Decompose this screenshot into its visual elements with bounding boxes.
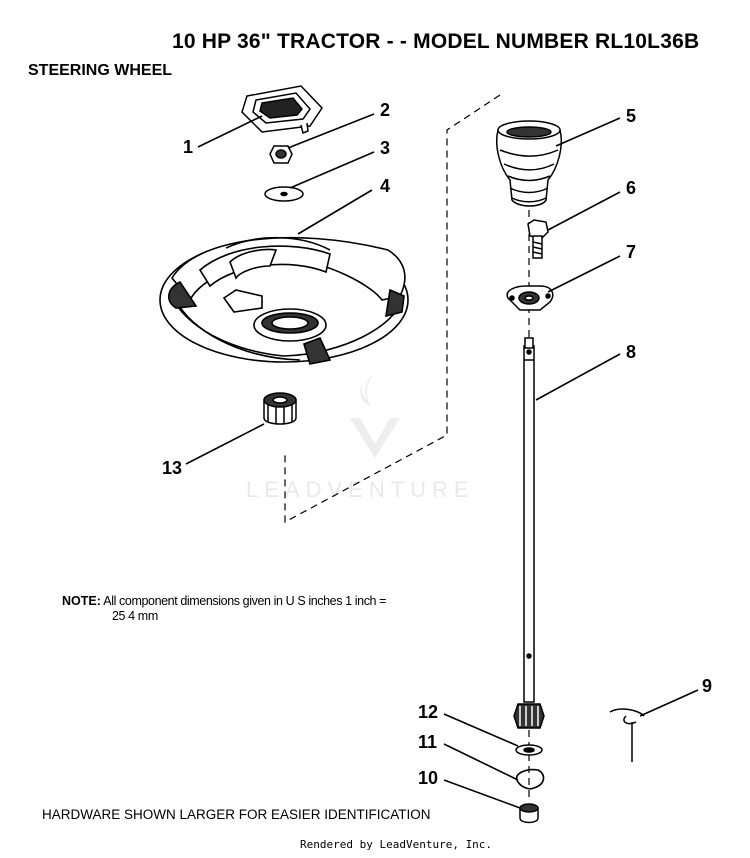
callout-10: 10	[418, 768, 438, 788]
section-title: STEERING WHEEL	[28, 62, 173, 79]
callout-7: 7	[626, 242, 636, 262]
assembly-dashed-lines	[284, 94, 530, 800]
note-line-1: All component dimensions given in U S in…	[103, 594, 387, 608]
retaining-ring-part	[515, 768, 545, 790]
callout-11: 11	[418, 732, 437, 752]
callout-5: 5	[626, 106, 636, 126]
note-label: NOTE:	[62, 594, 101, 608]
steering-cap-part	[241, 85, 323, 135]
rendered-by-footer: Rendered by LeadVenture, Inc.	[300, 838, 493, 851]
callout-6: 6	[626, 178, 636, 198]
steering-wheel-part	[159, 236, 409, 365]
callout-4: 4	[380, 176, 390, 196]
washer-small-part	[515, 744, 543, 756]
frame-bracket-part	[609, 708, 645, 762]
hex-nut-part	[269, 145, 293, 164]
steering-shaft-part	[513, 337, 545, 729]
flange-bearing-part	[506, 285, 554, 311]
washer-part	[264, 186, 304, 202]
note-line-2: 25 4 mm	[112, 609, 158, 623]
dimensions-note: NOTE: All component dimensions given in …	[62, 594, 462, 624]
callout-1: 1	[183, 137, 193, 157]
bolt-part	[527, 219, 549, 259]
bushing-part	[519, 803, 539, 824]
callout-8: 8	[626, 342, 636, 362]
watermark-text: LEADVENTURE	[246, 477, 475, 502]
callout-3: 3	[380, 138, 390, 158]
callout-13: 13	[162, 458, 182, 478]
leader-lines	[185, 113, 699, 809]
steering-boot-part	[496, 120, 562, 207]
diagram-title: 10 HP 36" TRACTOR - - MODEL NUMBER RL10L…	[172, 30, 700, 53]
watermark-logo	[350, 372, 400, 458]
callout-12: 12	[418, 702, 438, 722]
splined-adapter-part	[263, 392, 297, 425]
callout-2: 2	[380, 100, 390, 120]
hardware-note: HARDWARE SHOWN LARGER FOR EASIER IDENTIF…	[42, 807, 431, 822]
callout-9: 9	[702, 676, 712, 696]
